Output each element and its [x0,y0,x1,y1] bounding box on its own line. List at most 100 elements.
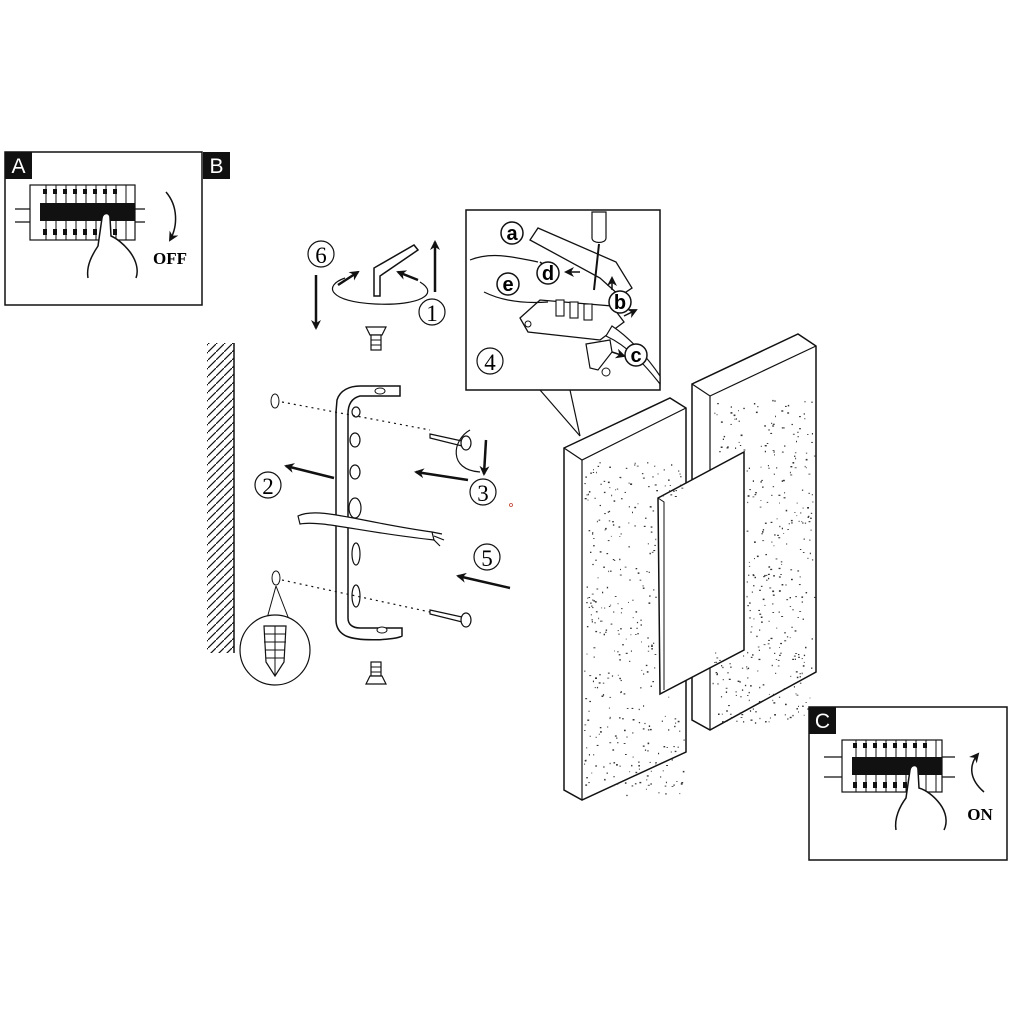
stone-speck [601,695,604,697]
stone-speck [622,644,624,646]
step-4-label: 4 [476,347,504,375]
stone-speck [593,538,595,539]
stone-speck [755,492,757,494]
stone-speck [766,579,768,581]
stone-speck [608,570,610,573]
stone-speck [608,707,610,709]
wiring-label-c: c [624,343,648,367]
stone-speck [637,633,639,635]
stone-speck [586,586,588,588]
stone-speck [735,694,737,696]
stone-speck [807,516,810,518]
stone-speck [749,610,751,612]
stone-speck [774,534,776,536]
stone-speck [735,418,737,420]
stone-speck [747,495,750,497]
stone-speck [789,471,791,474]
stone-speck [670,494,673,496]
stone-speck [653,589,655,591]
stone-speck [606,586,609,589]
stone-speck [747,677,749,679]
stone-speck [794,512,796,513]
stone-speck [596,471,597,474]
stone-speck [584,670,586,672]
stone-speck [721,713,723,715]
stone-speck [609,742,612,744]
stone-speck [715,652,717,654]
stone-speck [753,618,755,620]
stone-speck [783,479,785,482]
stone-speck [758,658,761,661]
drill-hole-bottom [271,570,281,586]
stone-speck [714,662,716,663]
stone-speck [797,570,800,572]
stone-speck [586,777,588,779]
stone-speck [632,617,634,619]
stone-speck [619,717,621,719]
hand-icon [86,212,138,279]
stone-speck [638,768,640,770]
stone-speck [607,540,610,542]
stone-speck [807,708,809,710]
stone-speck [654,667,656,669]
panel-a-breaker-off: A O [4,151,203,306]
screw-icon [365,326,387,351]
stone-speck [770,637,773,640]
stone-speck [720,421,723,423]
stone-speck [760,466,762,468]
stone-speck [599,551,602,553]
stone-speck [752,708,754,710]
stone-speck [675,490,677,492]
stone-speck [796,440,797,443]
stone-speck [584,763,586,765]
stone-speck [728,678,731,680]
stone-speck [673,746,675,748]
stone-speck [596,520,598,523]
stone-speck [613,762,616,764]
stone-speck [778,567,781,570]
stone-speck [774,400,776,402]
stone-speck [779,525,781,528]
stone-speck [787,412,790,414]
stone-speck [638,765,640,767]
stone-speck [607,511,609,513]
stone-speck [631,785,634,787]
stone-speck [799,673,801,675]
panel-a-action: OFF [153,249,187,268]
stone-speck [748,574,750,576]
stone-speck [625,638,627,640]
stone-speck [762,486,764,488]
stone-speck [621,608,623,610]
stone-speck [726,710,728,712]
stone-speck [626,708,629,709]
stone-speck [655,762,657,764]
stone-speck [783,497,786,499]
stone-speck [738,410,739,412]
panel-c-letter: C [815,710,830,733]
stone-speck [661,720,663,722]
stone-speck [609,604,612,606]
stone-speck [789,597,791,599]
stone-speck [590,602,592,604]
stone-speck [767,643,770,645]
stone-speck [584,483,586,485]
stone-speck [791,626,793,628]
stone-speck [737,680,740,682]
stone-speck [768,577,770,580]
stone-speck [734,418,736,420]
stone-speck [674,718,677,720]
stone-speck [637,503,639,505]
stone-speck [777,665,780,667]
stone-speck [803,661,805,663]
stone-speck [751,591,753,593]
stone-speck [799,416,801,418]
stone-speck [808,473,811,475]
stone-speck [774,714,776,716]
stone-speck [602,591,604,594]
stone-speck [640,624,642,626]
stone-speck [596,686,599,689]
stone-speck [764,574,766,577]
stone-speck [678,470,680,472]
stone-speck [611,623,613,625]
stone-speck [624,491,626,493]
